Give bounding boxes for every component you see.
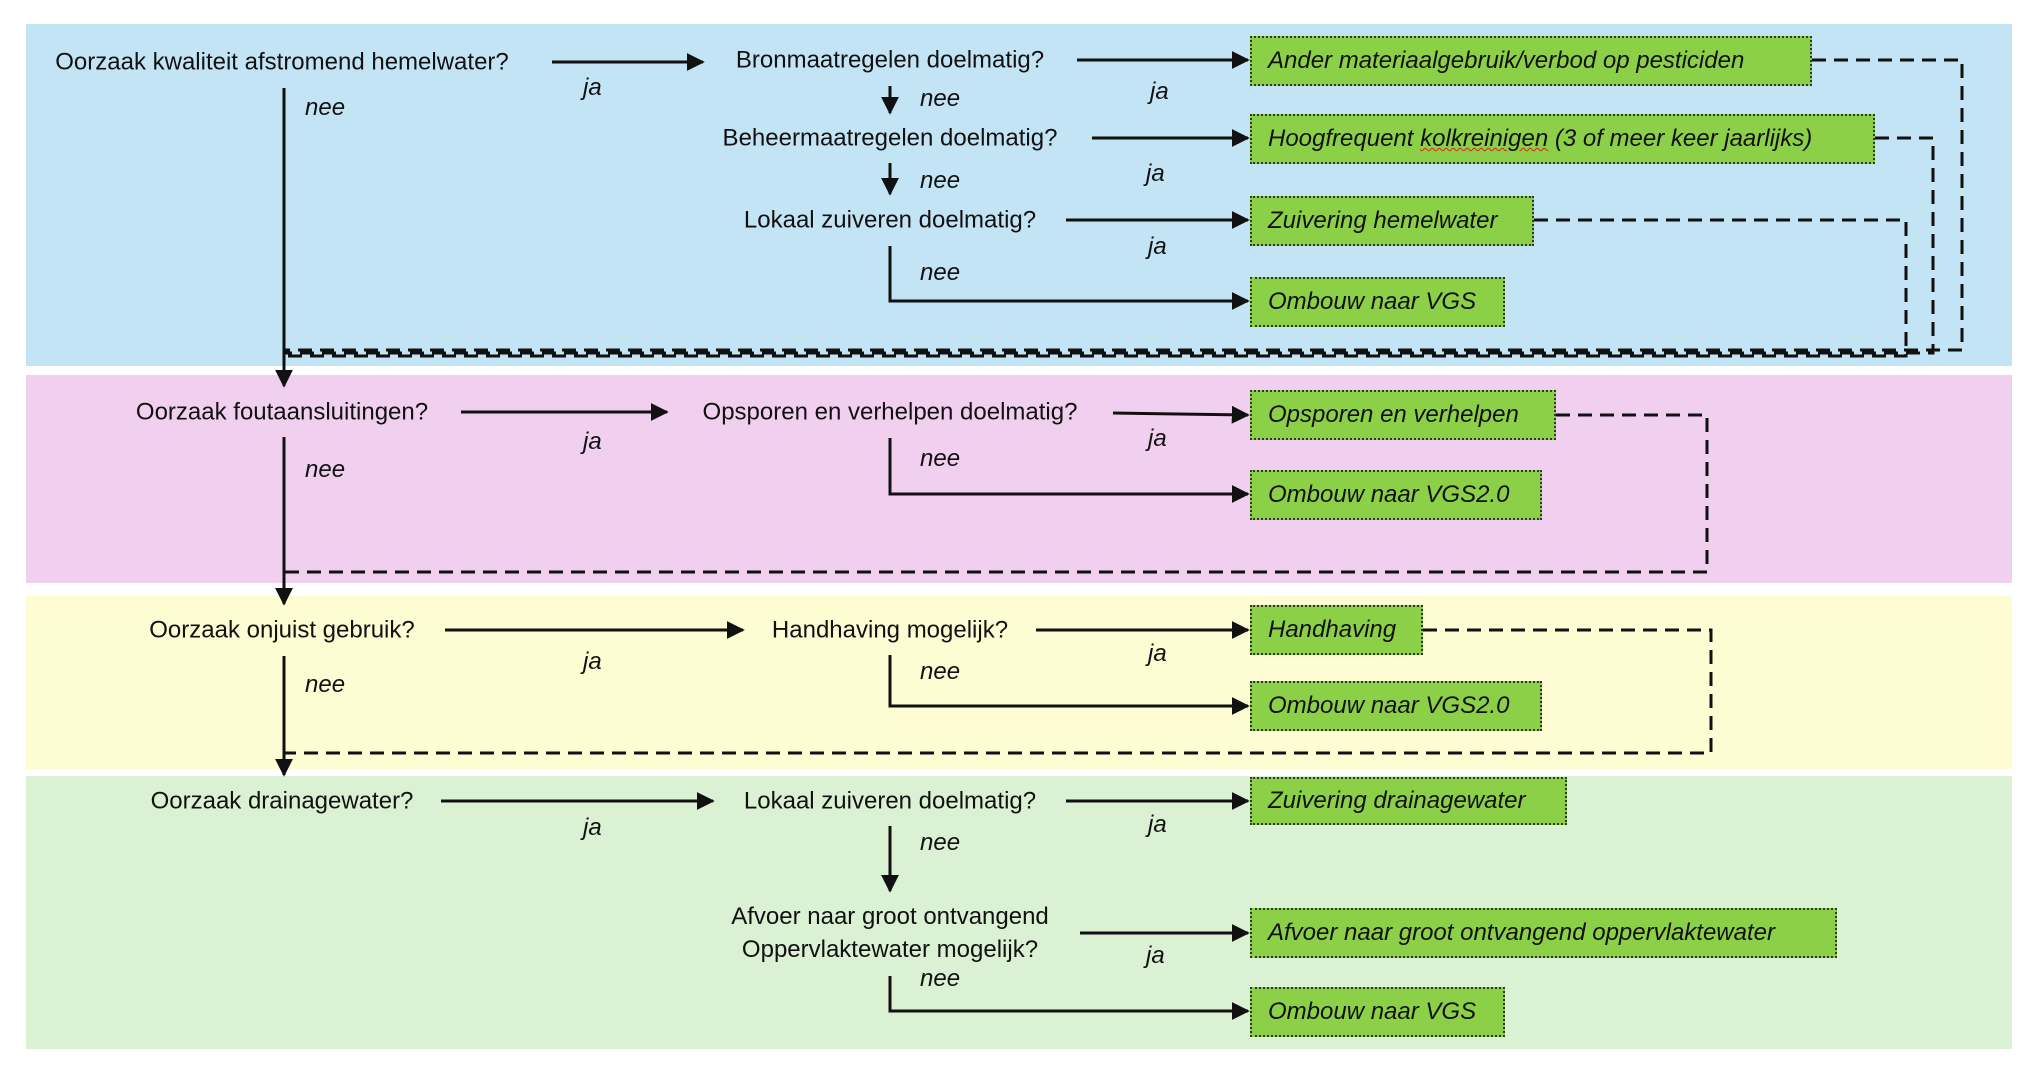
label-ja: ja xyxy=(1148,811,1167,838)
label-nee: nee xyxy=(920,829,961,856)
band-foutaansluitingen xyxy=(26,375,2012,583)
action-ombouw-vgs2: Ombouw naar VGS2.0 xyxy=(1250,681,1542,731)
dashed-return-materiaal xyxy=(284,58,1964,352)
arrow-lokaal1-nee xyxy=(888,246,1250,310)
label-nee: nee xyxy=(920,658,961,685)
action-afvoer-oppervlaktewater: Afvoer naar groot ontvangend oppervlakte… xyxy=(1250,908,1837,958)
label-ja: ja xyxy=(583,74,602,101)
label-ja: ja xyxy=(1146,942,1165,969)
label-nee: nee xyxy=(920,965,961,992)
question-foutaansluitingen: Oorzaak foutaansluitingen? xyxy=(135,398,429,426)
action-handhaving: Handhaving xyxy=(1250,605,1423,655)
dashed-return-kolk xyxy=(284,136,1935,355)
question-onjuist-gebruik: Oorzaak onjuist gebruik? xyxy=(149,616,415,644)
label-ja: ja xyxy=(1148,640,1167,667)
question-bronmaatregelen: Bronmaatregelen doelmatig? xyxy=(735,46,1045,74)
action-kolkreinigen-suffix: (3 of meer keer jaarlijks) xyxy=(1548,125,1813,152)
label-ja: ja xyxy=(1150,78,1169,105)
label-ja: ja xyxy=(1146,160,1165,187)
question-drainagewater: Oorzaak drainagewater? xyxy=(150,787,414,815)
label-nee: nee xyxy=(920,259,961,286)
action-kolkreinigen-prefix: Hoogfrequent xyxy=(1268,125,1421,152)
question-lokaal-zuiveren-2: Lokaal zuiveren doelmatig? xyxy=(743,787,1037,815)
label-nee: nee xyxy=(920,85,961,112)
action-zuivering-drainagewater: Zuivering drainagewater xyxy=(1250,777,1567,825)
band-onjuist-gebruik xyxy=(26,596,2012,769)
label-ja: ja xyxy=(583,428,602,455)
question-afvoer-line-1: Afvoer naar groot ontvangend xyxy=(731,903,1049,930)
action-ombouw-vgs2: Ombouw naar VGS2.0 xyxy=(1250,470,1542,520)
label-ja: ja xyxy=(1148,233,1167,260)
label-nee: nee xyxy=(305,456,346,483)
question-opsporen-verhelpen: Opsporen en verhelpen doelmatig? xyxy=(702,398,1078,426)
arrow-opsporen-ja xyxy=(1112,405,1250,424)
label-ja: ja xyxy=(583,814,602,841)
question-afvoer-line-2: Oppervlaktewater mogelijk? xyxy=(741,936,1039,963)
dashed-return-handhaving xyxy=(284,628,1713,755)
label-nee: nee xyxy=(920,167,961,194)
question-lokaal-zuiveren-1: Lokaal zuiveren doelmatig? xyxy=(743,206,1037,234)
arrow-opsporen-nee xyxy=(888,438,1250,503)
question-beheermaatregelen: Beheermaatregelen doelmatig? xyxy=(722,124,1058,152)
action-kolkreinigen: Hoogfrequent kolkreinigen (3 of meer kee… xyxy=(1250,114,1875,164)
question-handhaving: Handhaving mogelijk? xyxy=(771,616,1009,644)
label-nee: nee xyxy=(920,445,961,472)
question-afvoer-oppervlaktewater: Afvoer naar groot ontvangend Oppervlakte… xyxy=(731,900,1049,966)
label-ja: ja xyxy=(583,648,602,675)
action-zuivering-hemelwater: Zuivering hemelwater xyxy=(1250,196,1534,246)
arrow-afvoer-nee xyxy=(888,976,1250,1020)
label-ja: ja xyxy=(1148,425,1167,452)
action-ombouw-vgs: Ombouw naar VGS xyxy=(1250,277,1505,327)
dashed-return-opsporen xyxy=(284,413,1709,574)
label-nee: nee xyxy=(305,671,346,698)
action-kolkreinigen-word: kolkreinigen xyxy=(1420,125,1549,152)
dashed-return-zuivering xyxy=(284,218,1908,358)
action-opsporen-verhelpen: Opsporen en verhelpen xyxy=(1250,390,1556,440)
question-kwaliteit-afstromend-hemelwater: Oorzaak kwaliteit afstromend hemelwater? xyxy=(55,48,509,76)
action-ombouw-vgs: Ombouw naar VGS xyxy=(1250,987,1505,1037)
arrow-handhaving-nee xyxy=(888,655,1250,715)
action-materiaalgebruik: Ander materiaalgebruik/verbod op pestici… xyxy=(1250,36,1812,86)
label-nee: nee xyxy=(305,94,346,121)
